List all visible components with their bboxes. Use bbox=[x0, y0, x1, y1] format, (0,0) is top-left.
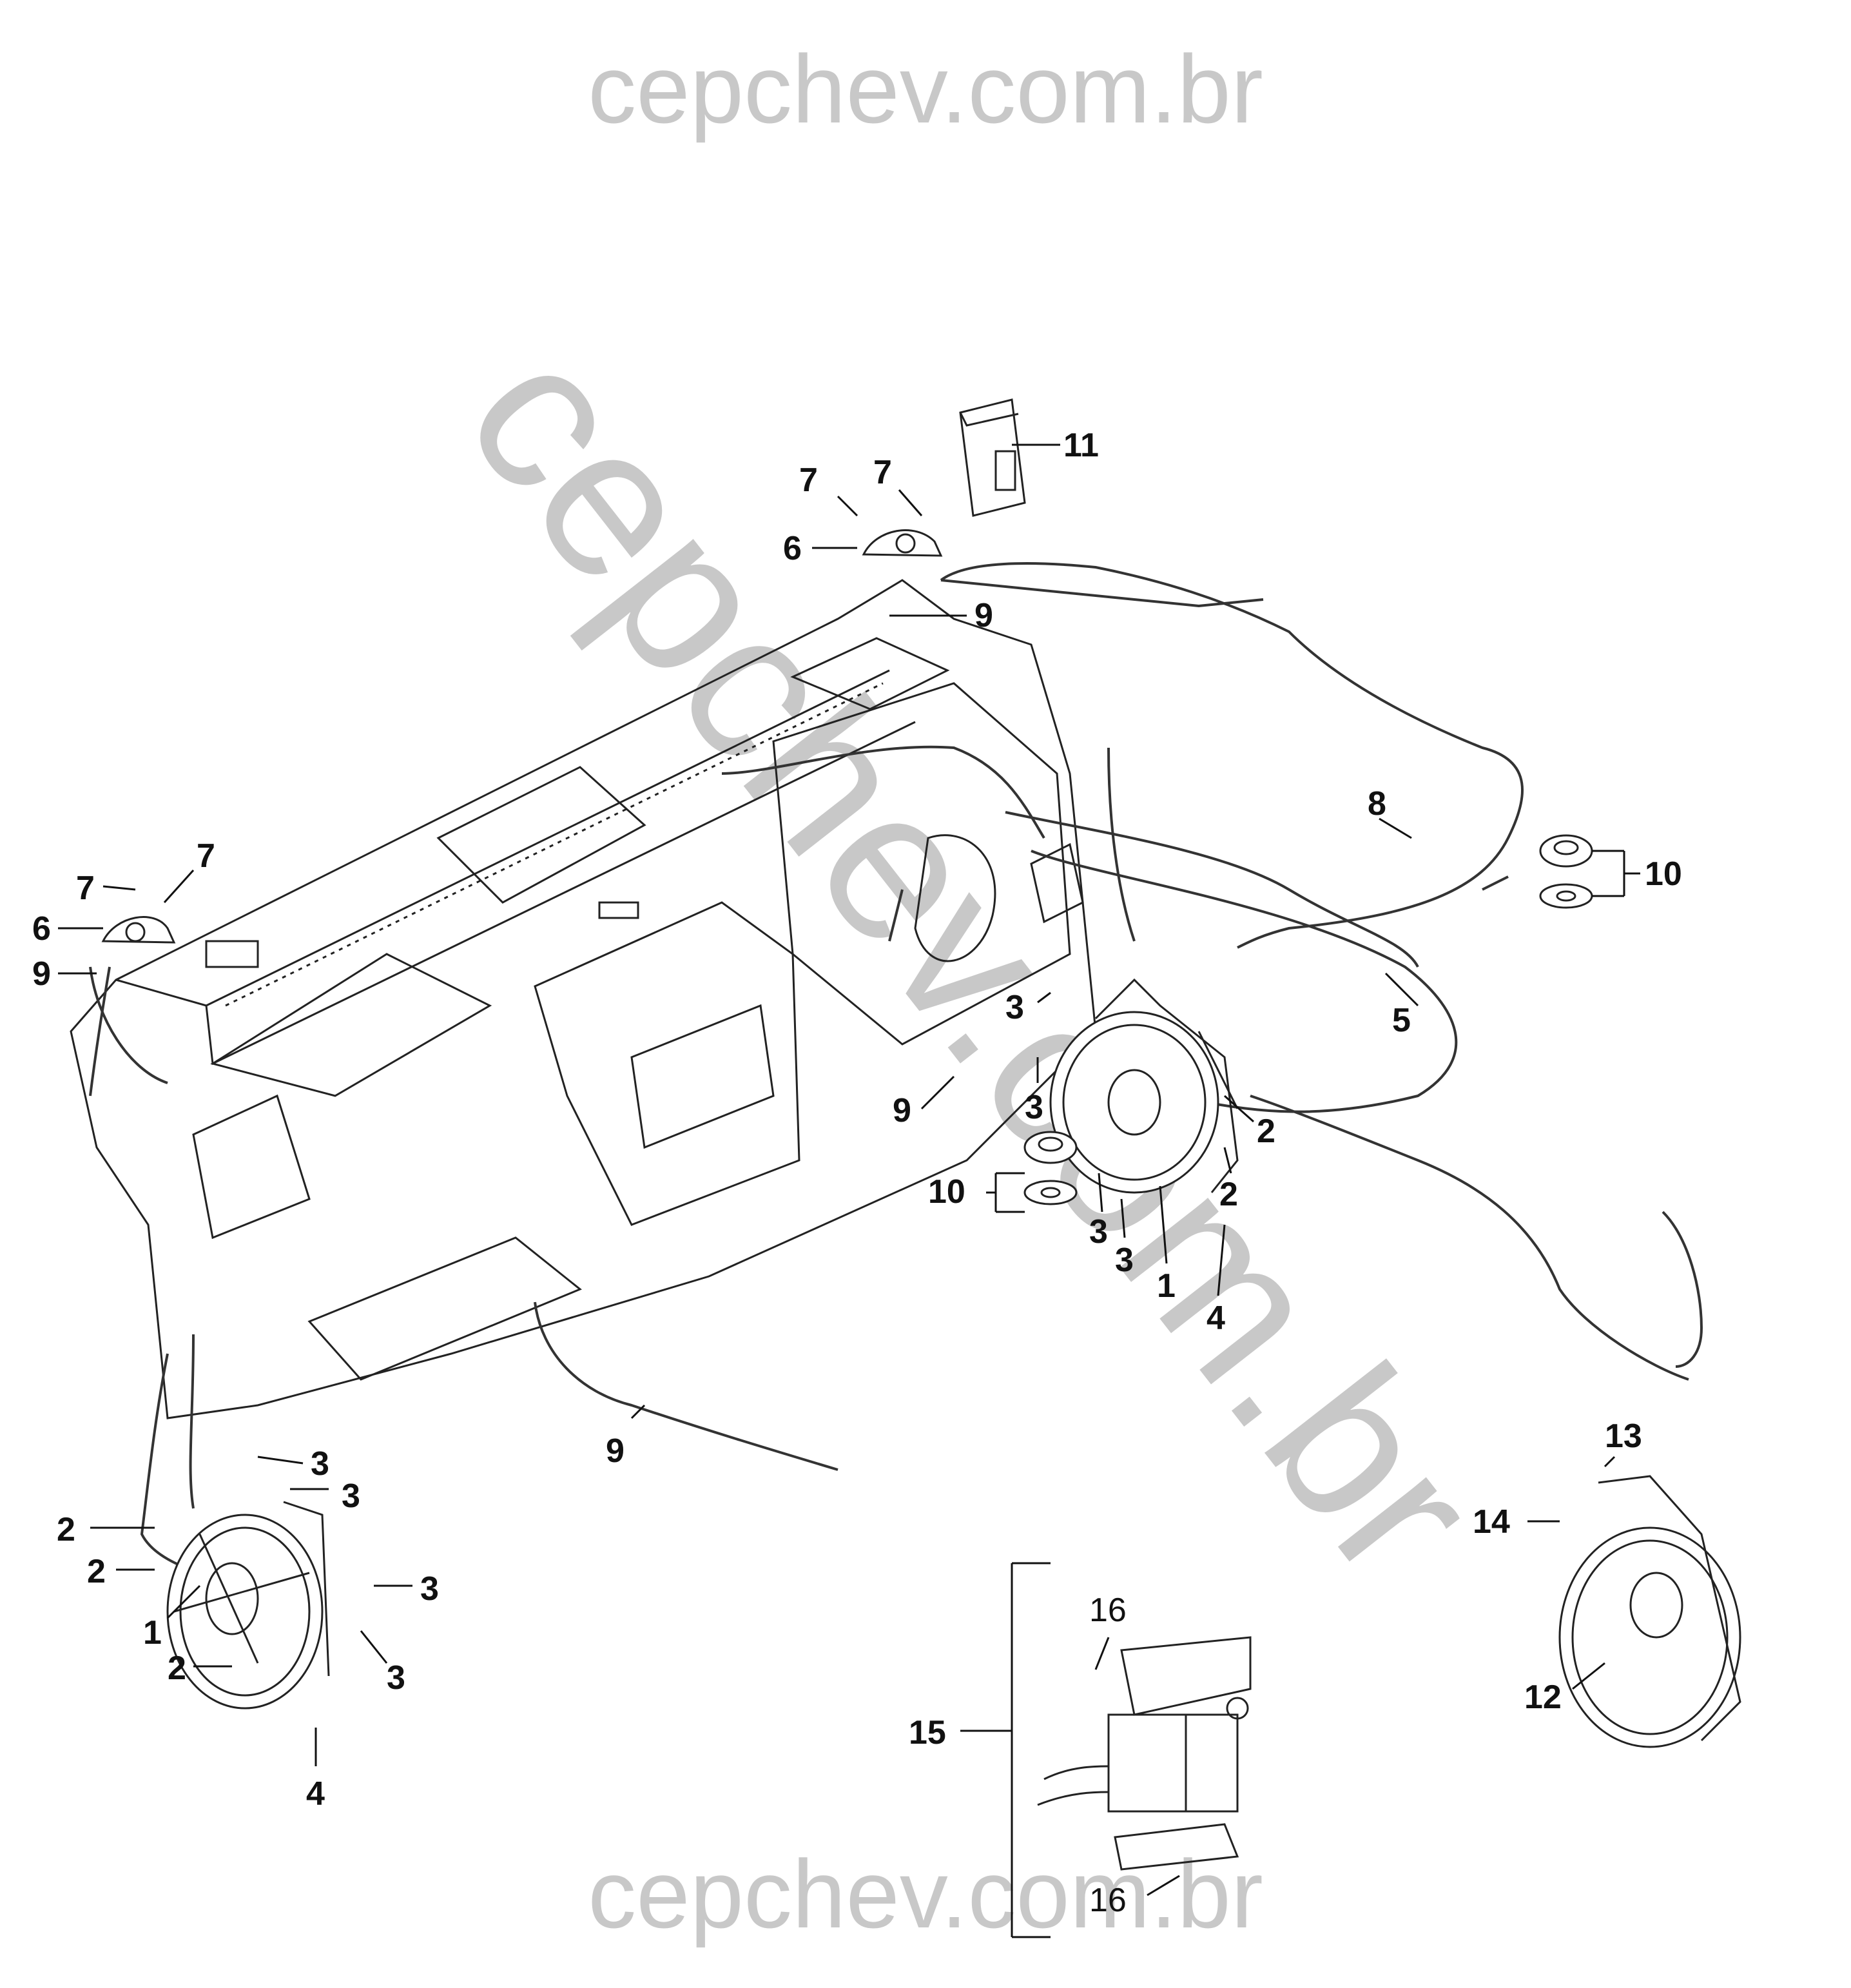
callout-15: 15 bbox=[909, 1714, 946, 1751]
callout-7-top-b: 7 bbox=[873, 454, 892, 491]
amplifier-assembly bbox=[1037, 1636, 1252, 1871]
callout-2-a: 2 bbox=[1257, 1113, 1275, 1150]
tweeter-pair-right bbox=[1539, 834, 1593, 909]
callout-4-left: 4 bbox=[306, 1775, 325, 1813]
callout-labels: 11 7 7 6 9 7 7 6 9 8 10 5 3 9 3 10 2 2 3… bbox=[32, 427, 1682, 1919]
speaker-left bbox=[166, 1501, 330, 1710]
callout-2-d: 2 bbox=[87, 1553, 106, 1590]
callout-13: 13 bbox=[1605, 1418, 1642, 1455]
wiring-harness-9 bbox=[89, 889, 904, 1587]
callout-3-f: 3 bbox=[342, 1477, 360, 1515]
callout-3-a: 3 bbox=[1005, 989, 1024, 1026]
callout-5: 5 bbox=[1392, 1002, 1411, 1039]
callout-3-h: 3 bbox=[387, 1659, 405, 1697]
tweeter-pair-mid bbox=[1023, 1131, 1078, 1205]
speaker-right bbox=[1049, 978, 1239, 1194]
callout-9-left: 9 bbox=[32, 955, 51, 993]
door-speaker bbox=[1558, 1475, 1741, 1748]
callout-9-mid: 9 bbox=[893, 1092, 911, 1129]
watermark-top: cepchev.com.br bbox=[588, 35, 1263, 143]
callout-7-left-b: 7 bbox=[197, 837, 215, 875]
callout-3-g: 3 bbox=[420, 1570, 439, 1608]
callout-8: 8 bbox=[1368, 785, 1386, 823]
wiring-harness-5-8 bbox=[721, 562, 1703, 1381]
callout-3-c: 3 bbox=[1089, 1213, 1108, 1251]
callout-10-mid: 10 bbox=[928, 1173, 965, 1211]
leader-lines bbox=[58, 443, 1640, 1938]
callout-7-top-a: 7 bbox=[799, 462, 818, 499]
module-11 bbox=[959, 398, 1026, 517]
callout-3-e: 3 bbox=[311, 1445, 329, 1483]
callout-2-b: 2 bbox=[1219, 1176, 1238, 1213]
callout-4-right: 4 bbox=[1207, 1300, 1225, 1337]
callout-2-e: 2 bbox=[168, 1650, 186, 1687]
callout-10-right: 10 bbox=[1645, 855, 1682, 893]
callout-12: 12 bbox=[1524, 1679, 1562, 1716]
tweeter-left bbox=[101, 916, 176, 944]
callout-9-bottom: 9 bbox=[606, 1432, 625, 1470]
callout-16-bottom: 16 bbox=[1089, 1882, 1127, 1919]
callout-7-left-a: 7 bbox=[76, 870, 95, 907]
watermark-bottom: cepchev.com.br bbox=[588, 1840, 1263, 1948]
callout-6-left: 6 bbox=[32, 910, 51, 948]
callout-3-d: 3 bbox=[1115, 1242, 1134, 1279]
callout-14: 14 bbox=[1473, 1503, 1510, 1541]
callout-16-top: 16 bbox=[1089, 1592, 1127, 1629]
callout-1-left: 1 bbox=[143, 1614, 162, 1652]
callout-3-b: 3 bbox=[1025, 1089, 1043, 1126]
instrument-panel bbox=[70, 579, 1097, 1419]
callout-11: 11 bbox=[1063, 427, 1099, 464]
callout-6-top: 6 bbox=[783, 530, 802, 567]
callout-9-top: 9 bbox=[974, 597, 993, 634]
tweeter-top bbox=[862, 529, 943, 557]
callout-2-c: 2 bbox=[57, 1511, 75, 1548]
callout-1-right: 1 bbox=[1157, 1267, 1176, 1305]
